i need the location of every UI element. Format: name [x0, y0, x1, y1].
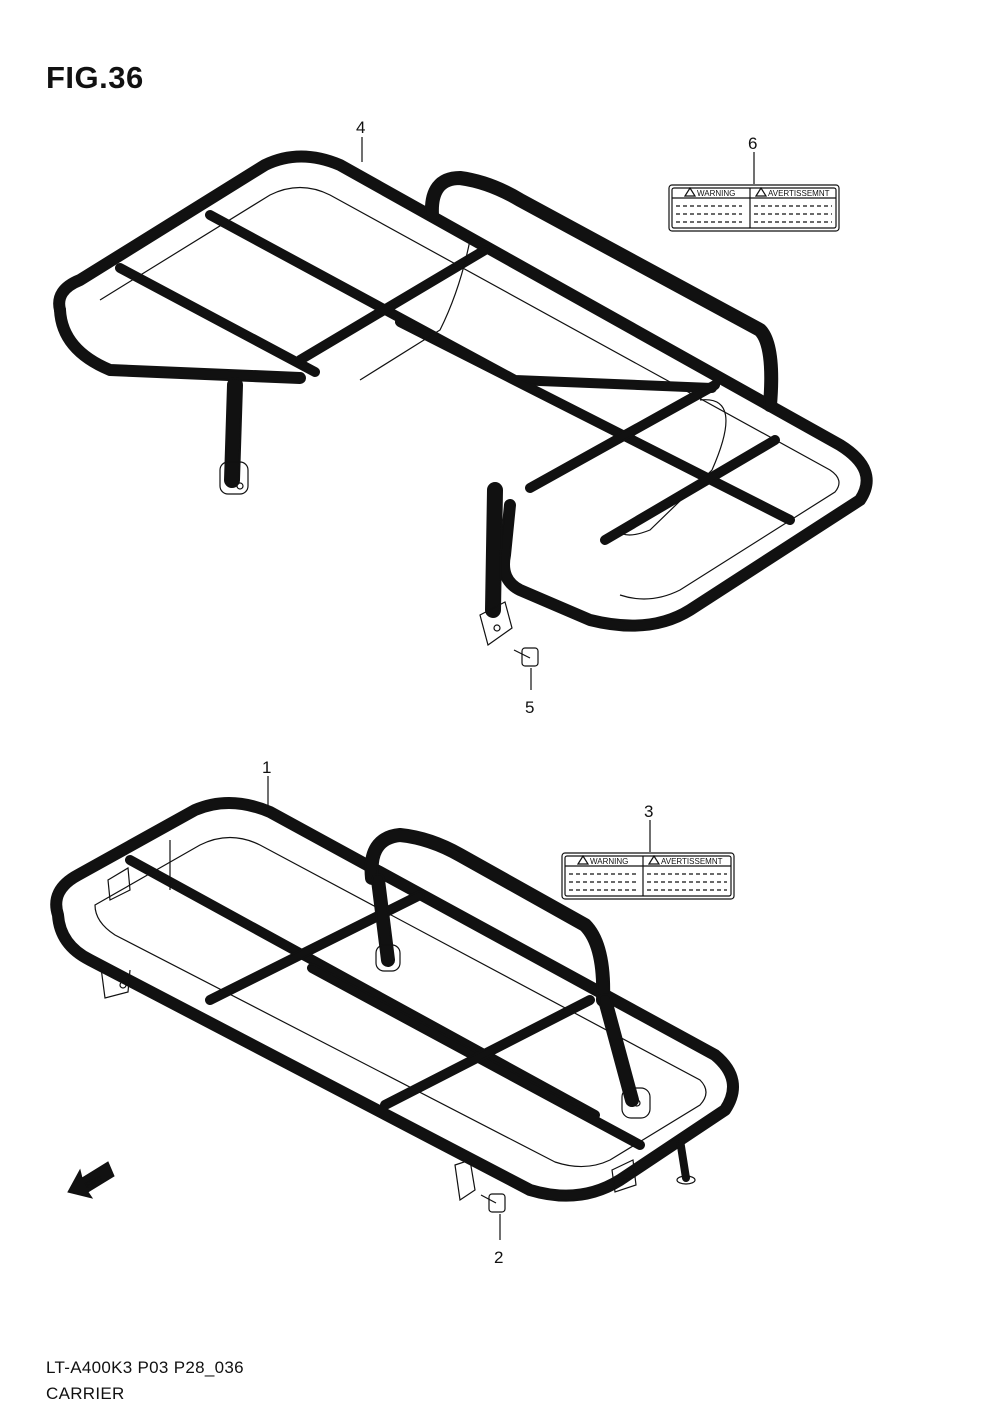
warning-triangle-icon	[576, 854, 590, 865]
callout-4[interactable]: 4	[356, 118, 365, 162]
callout-4-number: 4	[356, 118, 365, 137]
rear-warning-label[interactable]: 3 WARNING AVERTISSEMNT	[561, 802, 735, 900]
warning-triangle-icon	[683, 186, 697, 197]
warning-triangle-icon	[754, 186, 768, 197]
figure-title: FIG.36	[46, 60, 144, 95]
rear-carrier-bolt[interactable]: 2	[480, 1193, 506, 1267]
front-warning-label[interactable]: 6 WARNING AVERTISSEMNT	[668, 134, 840, 232]
callout-1-number: 1	[262, 758, 271, 777]
front-label-left-text: WARNING	[697, 189, 735, 198]
warning-triangle-icon	[647, 854, 661, 865]
rear-carrier[interactable]	[50, 796, 739, 1202]
callout-5-number: 5	[525, 698, 534, 717]
callout-1[interactable]: 1	[262, 758, 271, 808]
front-carrier-bolt[interactable]: 5	[513, 647, 539, 717]
rear-label-right-text: AVERTISSEMNT	[661, 857, 723, 866]
footer-model-code: LT-A400K3 P03 P28_036	[46, 1358, 244, 1377]
forward-arrow-icon: FWD	[67, 1161, 115, 1199]
footer-section-name: CARRIER	[46, 1384, 125, 1403]
rear-label-left-text: WARNING	[590, 857, 628, 866]
callout-6-number: 6	[748, 134, 757, 153]
callout-2-number: 2	[494, 1248, 503, 1267]
front-carrier[interactable]	[53, 150, 873, 646]
callout-3-number: 3	[644, 802, 653, 821]
front-label-right-text: AVERTISSEMNT	[768, 189, 830, 198]
